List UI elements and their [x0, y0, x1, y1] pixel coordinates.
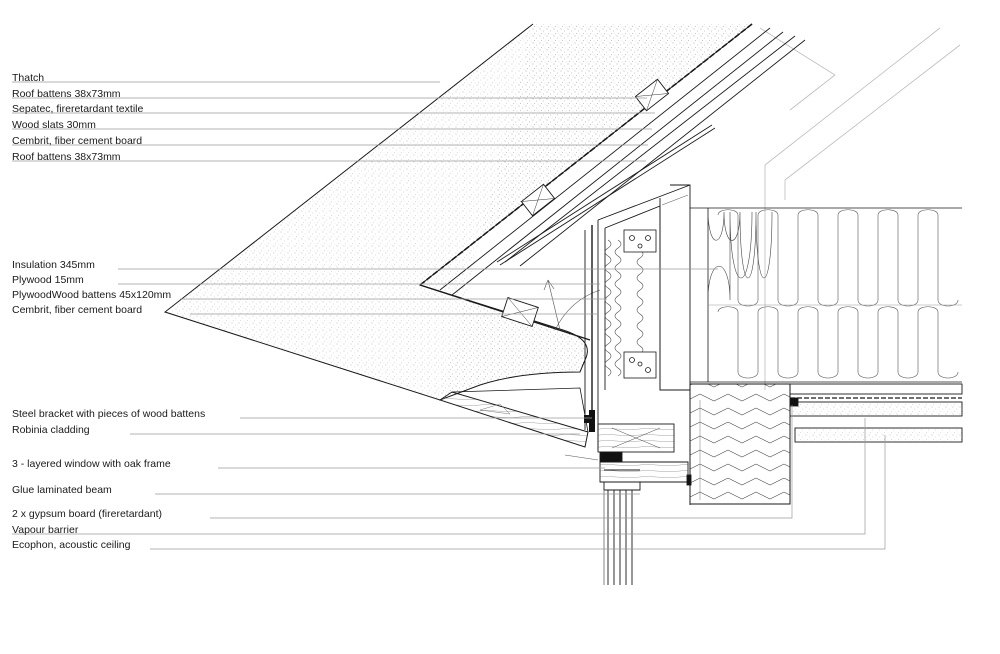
window-frame	[597, 423, 692, 585]
glulam-beam	[689, 383, 791, 505]
eave-soffit	[438, 387, 589, 448]
label-cembrit-2: Cembrit, fiber cement board	[12, 304, 142, 316]
label-wood-slats: Wood slats 30mm	[12, 119, 96, 131]
label-plywood: Plywood 15mm	[12, 274, 84, 286]
wall-insulation	[604, 239, 644, 377]
label-robinia: Robinia cladding	[12, 424, 90, 436]
background-structure-lines	[759, 27, 961, 390]
label-ecophon: Ecophon, acoustic ceiling	[12, 539, 131, 551]
label-wood-battens: PlywoodWood battens 45x120mm	[12, 289, 171, 301]
roof-battens	[501, 78, 670, 328]
roof-insulation-block	[690, 207, 962, 383]
labels: Thatch Roof battens 38x73mm Sepatec, fir…	[12, 72, 205, 551]
label-cembrit-1: Cembrit, fiber cement board	[12, 135, 142, 147]
thatch-layer	[163, 23, 753, 401]
label-steel-bracket: Steel bracket with pieces of wood batten…	[12, 408, 205, 420]
leader-lines	[12, 81, 886, 550]
label-roof-battens-2: Roof battens 38x73mm	[12, 151, 121, 163]
roof-deck-layers	[419, 23, 806, 341]
label-sepatec: Sepatec, fireretardant textile	[12, 103, 143, 115]
label-vapour-barrier: Vapour barrier	[12, 524, 79, 536]
steel-bracket	[564, 410, 599, 461]
vent-arrow	[543, 279, 601, 331]
label-roof-battens-1: Roof battens 38x73mm	[12, 88, 121, 100]
label-insulation: Insulation 345mm	[12, 259, 95, 271]
label-thatch: Thatch	[12, 72, 44, 84]
label-window: 3 - layered window with oak frame	[12, 458, 171, 470]
label-glulam: Glue laminated beam	[12, 484, 112, 496]
steel-connectors	[623, 229, 657, 379]
ceiling-layers	[789, 383, 963, 443]
wall-assembly	[584, 184, 691, 450]
label-gypsum: 2 x gypsum board (fireretardant)	[12, 508, 162, 520]
